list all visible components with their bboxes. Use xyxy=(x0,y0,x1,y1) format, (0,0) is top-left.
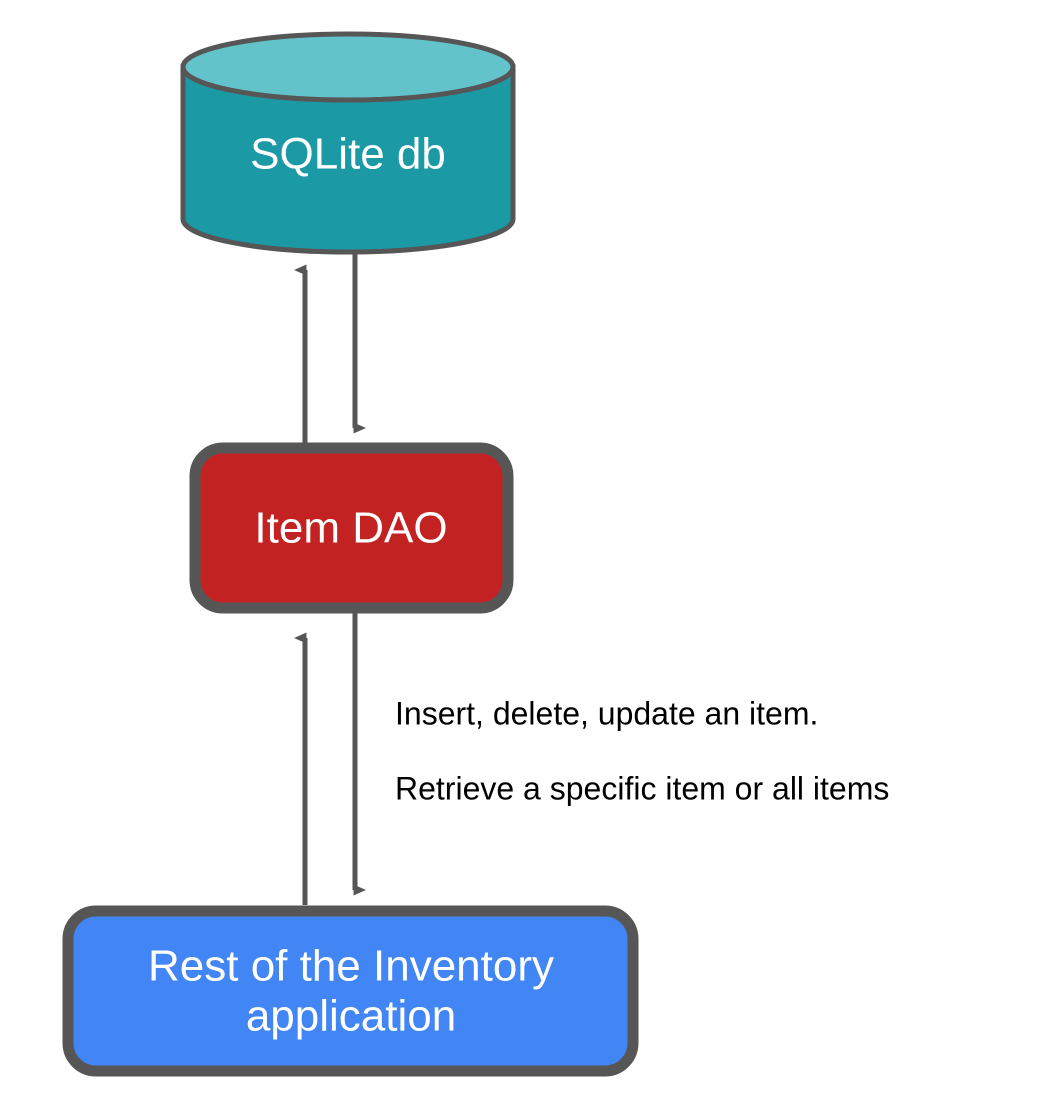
node-rest-of-app[interactable]: Rest of the Inventory application xyxy=(62,905,639,1077)
node-item-dao[interactable]: Item DAO xyxy=(189,442,514,614)
cylinder-top-ellipse xyxy=(180,31,516,103)
rest-of-app-box xyxy=(62,905,639,1077)
node-label-item-dao: Item DAO xyxy=(254,504,447,553)
cylinder-body xyxy=(180,64,516,255)
connector-group-db-dao xyxy=(294,253,366,443)
connector-group-dao-app xyxy=(294,613,366,905)
node-label-sqlite-db: SQLite db xyxy=(250,130,446,179)
node-label-rest-of-app-line1: Rest of the Inventory xyxy=(148,942,554,991)
annotation-line-1: Insert, delete, update an item. xyxy=(395,695,818,731)
node-sqlite-db[interactable]: SQLite db xyxy=(180,31,516,255)
item-dao-box xyxy=(189,442,514,614)
annotation-line-2: Retrieve a specific item or all items xyxy=(395,770,889,806)
node-label-rest-of-app-line2: application xyxy=(246,992,456,1041)
connector-annotations: Insert, delete, update an item. Retrieve… xyxy=(395,695,889,806)
